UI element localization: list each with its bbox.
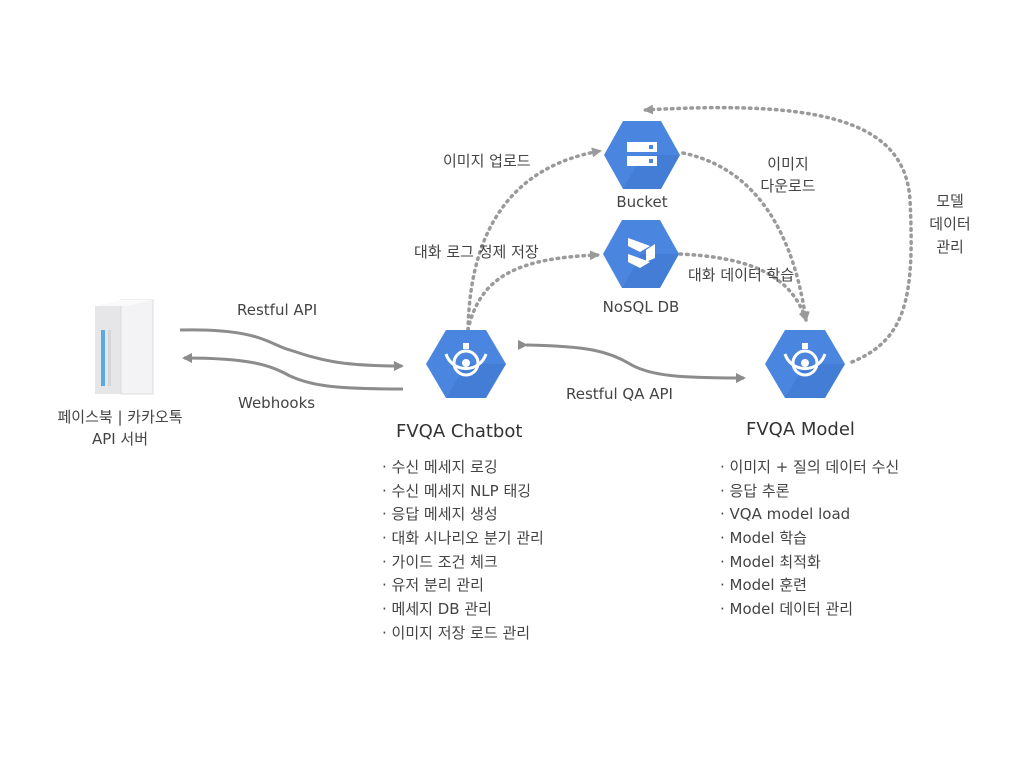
restful-api-arrow: [179, 328, 404, 371]
restful-api-label: Restful API: [237, 301, 318, 319]
chat-data-train-arrow: [678, 252, 809, 322]
image-download-arrow: [681, 151, 810, 322]
engine-icon: [783, 343, 827, 377]
model-data-label-1: 모델: [936, 192, 964, 210]
restful-qa-api-label: Restful QA API: [566, 385, 673, 403]
list-item: · 유저 분리 관리: [382, 576, 484, 595]
list-item: · 응답 메세지 생성: [382, 505, 498, 524]
model-node[interactable]: [765, 330, 845, 398]
webhooks-arrow: [182, 353, 404, 391]
model-feature-list: · 이미지 + 질의 데이터 수신 · 응답 추론 · VQA model lo…: [720, 456, 899, 622]
model-data-label-3: 관리: [936, 238, 964, 256]
chat-data-train-label: 대화 데이터 학습: [688, 266, 795, 284]
list-item: · 대화 시나리오 분기 관리: [382, 529, 544, 548]
server-name: 페이스북 | 카카오톡: [57, 408, 183, 426]
bucket-node[interactable]: [604, 121, 680, 189]
model-data-label-2: 데이터: [929, 215, 971, 233]
storage-bucket-icon: [627, 142, 657, 166]
list-item: · 수신 메세지 NLP 태깅: [382, 481, 532, 500]
nosql-node[interactable]: [603, 220, 679, 288]
list-item: · VQA model load: [720, 505, 851, 524]
list-item: · Model 최적화: [720, 552, 821, 571]
chatbot-feature-list: · 수신 메세지 로깅 · 수신 메세지 NLP 태깅 · 응답 메세지 생성 …: [382, 456, 544, 646]
bucket-label: Bucket: [616, 193, 668, 211]
chatbot-node[interactable]: [426, 330, 506, 398]
list-item: · 이미지 저장 로드 관리: [382, 623, 531, 642]
image-download-label-2: 다운로드: [760, 177, 816, 195]
chatbot-title: FVQA Chatbot: [396, 421, 523, 442]
list-item: · 메세지 DB 관리: [382, 600, 492, 619]
server-name-sub: API 서버: [91, 430, 149, 448]
list-item: · Model 데이터 관리: [720, 600, 854, 619]
list-item: · 가이드 조건 체크: [382, 552, 498, 571]
image-download-label-1: 이미지: [767, 155, 809, 173]
chat-log-label: 대화 로그 정제 저장: [414, 243, 539, 261]
restful-qa-api-arrow: [517, 339, 746, 383]
list-item: · 이미지 + 질의 데이터 수신: [720, 458, 900, 476]
engine-icon: [444, 343, 488, 377]
list-item: · Model 학습: [720, 529, 807, 548]
datastore-icon: [628, 238, 655, 268]
list-item: · 응답 추론: [720, 481, 790, 500]
image-upload-arrow: [466, 147, 602, 332]
nosql-label: NoSQL DB: [602, 298, 680, 316]
list-item: · 수신 메세지 로깅: [382, 458, 498, 476]
image-upload-label: 이미지 업로드: [443, 152, 531, 170]
server-icon: [95, 299, 154, 395]
model-title: FVQA Model: [746, 419, 855, 440]
model-data-arrow: [643, 104, 913, 364]
list-item: · Model 훈련: [720, 576, 807, 595]
webhooks-label: Webhooks: [238, 394, 316, 412]
chat-log-arrow: [466, 250, 600, 332]
